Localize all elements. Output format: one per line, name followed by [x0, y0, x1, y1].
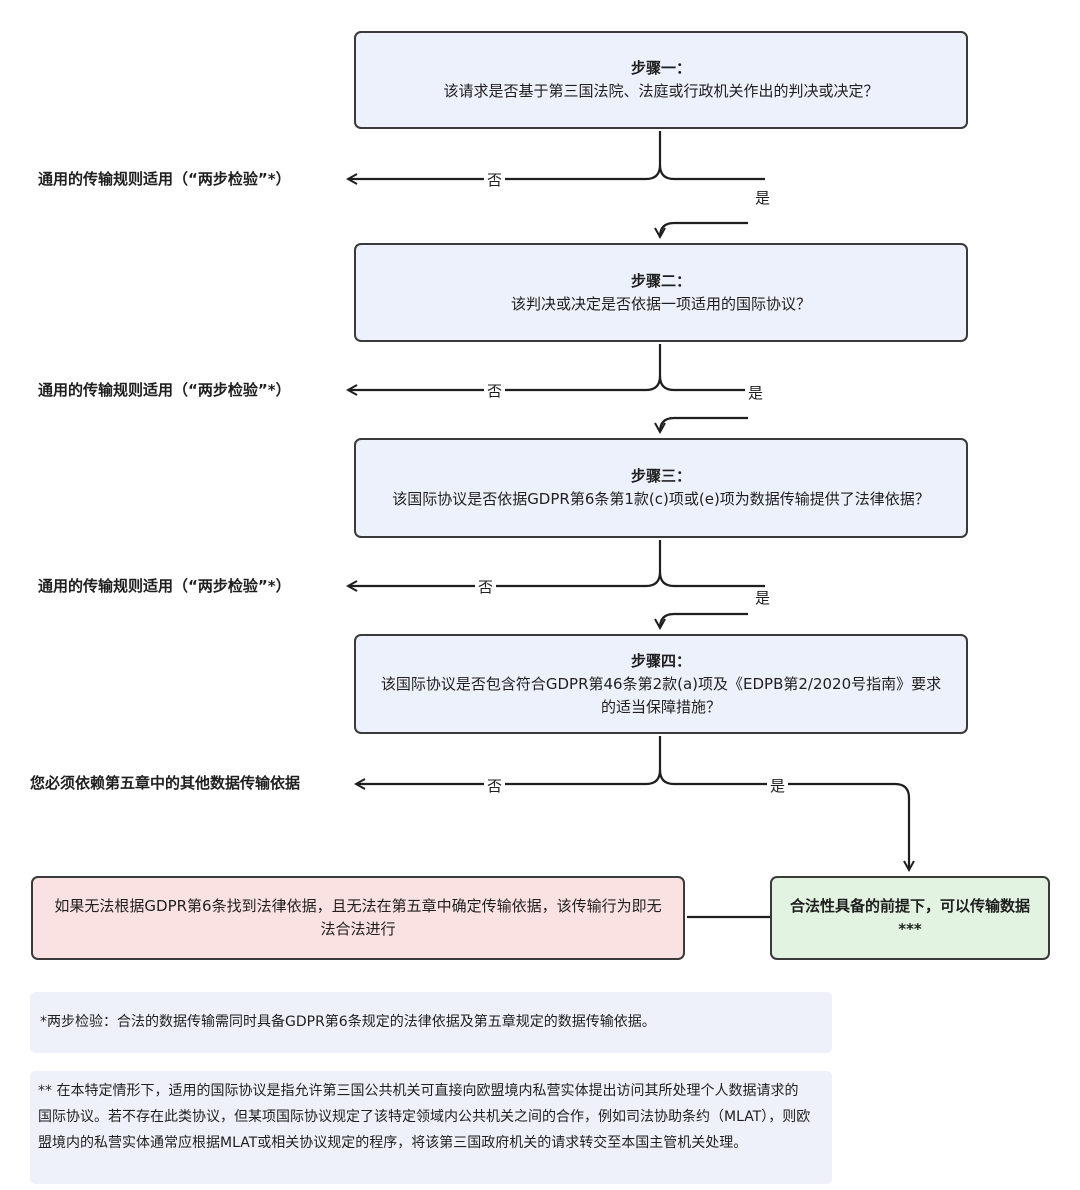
- step3-yes-arc: [658, 571, 765, 588]
- step3-to-step4-arrow: [660, 612, 748, 628]
- unlawful-outcome-box: 如果无法根据GDPR第6条找到法律依据，且无法在第五章中确定传输依据，该传输行为…: [31, 876, 685, 960]
- step4-question: 该国际协议是否包含符合GDPR第46条第2款(a)项及《EDPB第2/2020号…: [380, 674, 942, 716]
- step4-no-label: 否: [484, 776, 506, 796]
- step3-yes-label: 是: [752, 588, 774, 608]
- step2-question: 该判决或决定是否依据一项适用的国际协议？: [510, 294, 811, 313]
- step1-box: 步骤一： 该请求是否基于第三国法院、法庭或行政机关作出的判决或决定？: [354, 31, 968, 129]
- step4-title: 步骤四：: [630, 651, 691, 670]
- step2-yes-label: 是: [745, 383, 767, 403]
- step2-box: 步骤二： 该判决或决定是否依据一项适用的国际协议？: [354, 243, 968, 342]
- footnote-two-step-text: *两步检验：合法的数据传输需同时具备GDPR第6条规定的法律依据及第五章规定的数…: [40, 1014, 656, 1030]
- step4-box: 步骤四： 该国际协议是否包含符合GDPR第46条第2款(a)项及《EDPB第2/…: [354, 634, 968, 734]
- step1-to-step2-arrow: [660, 221, 748, 237]
- step3-no-label: 否: [475, 577, 497, 597]
- step4-yes-label: 是: [767, 776, 789, 796]
- step4-yes-connector: [658, 769, 909, 870]
- lawful-outcome-box: 合法性具备的前提下，可以传输数据***: [770, 876, 1050, 960]
- step2-title: 步骤二：: [630, 271, 691, 290]
- step2-to-step3-arrow: [660, 416, 748, 432]
- step3-title: 步骤三：: [630, 467, 691, 485]
- other-basis-label: 您必须依赖第五章中的其他数据传输依据: [30, 772, 301, 794]
- step1-question: 该请求是否基于第三国法院、法庭或行政机关作出的判决或决定？: [443, 82, 879, 100]
- general-rule-label-2: 通用的传输规则适用（“两步检验”*）: [38, 379, 291, 401]
- general-rule-label-1: 通用的传输规则适用（“两步检验”*）: [38, 168, 291, 190]
- footnote-agreement-text: ** 在本特定情形下，适用的国际协议是指允许第三国公共机关可直接向欧盟境内私营实…: [38, 1083, 811, 1151]
- step1-yes-arc: [658, 164, 765, 181]
- step3-box: 步骤三： 该国际协议是否依据GDPR第6条第1款(c)项或(e)项为数据传输提供…: [354, 438, 968, 538]
- step1-title: 步骤一：: [630, 59, 691, 77]
- unlawful-outcome-text: 如果无法根据GDPR第6条找到法律依据，且无法在第五章中确定传输依据，该传输行为…: [54, 897, 662, 938]
- footnote-two-step-test: *两步检验：合法的数据传输需同时具备GDPR第6条规定的法律依据及第五章规定的数…: [30, 992, 832, 1053]
- step3-no-connector: [348, 540, 662, 586]
- general-rule-label-3: 通用的传输规则适用（“两步检验”*）: [38, 575, 291, 597]
- step3-question: 该国际协议是否依据GDPR第6条第1款(c)项或(e)项为数据传输提供了法律依据…: [392, 490, 930, 508]
- lawful-outcome-text: 合法性具备的前提下，可以传输数据***: [789, 897, 1030, 938]
- step1-no-label: 否: [484, 170, 506, 190]
- step1-yes-label: 是: [752, 188, 774, 208]
- step4-no-connector: [356, 736, 662, 784]
- step2-yes-arc: [658, 375, 765, 392]
- step2-no-label: 否: [484, 381, 506, 401]
- footnote-agreement-definition: ** 在本特定情形下，适用的国际协议是指允许第三国公共机关可直接向欧盟境内私营实…: [30, 1071, 832, 1184]
